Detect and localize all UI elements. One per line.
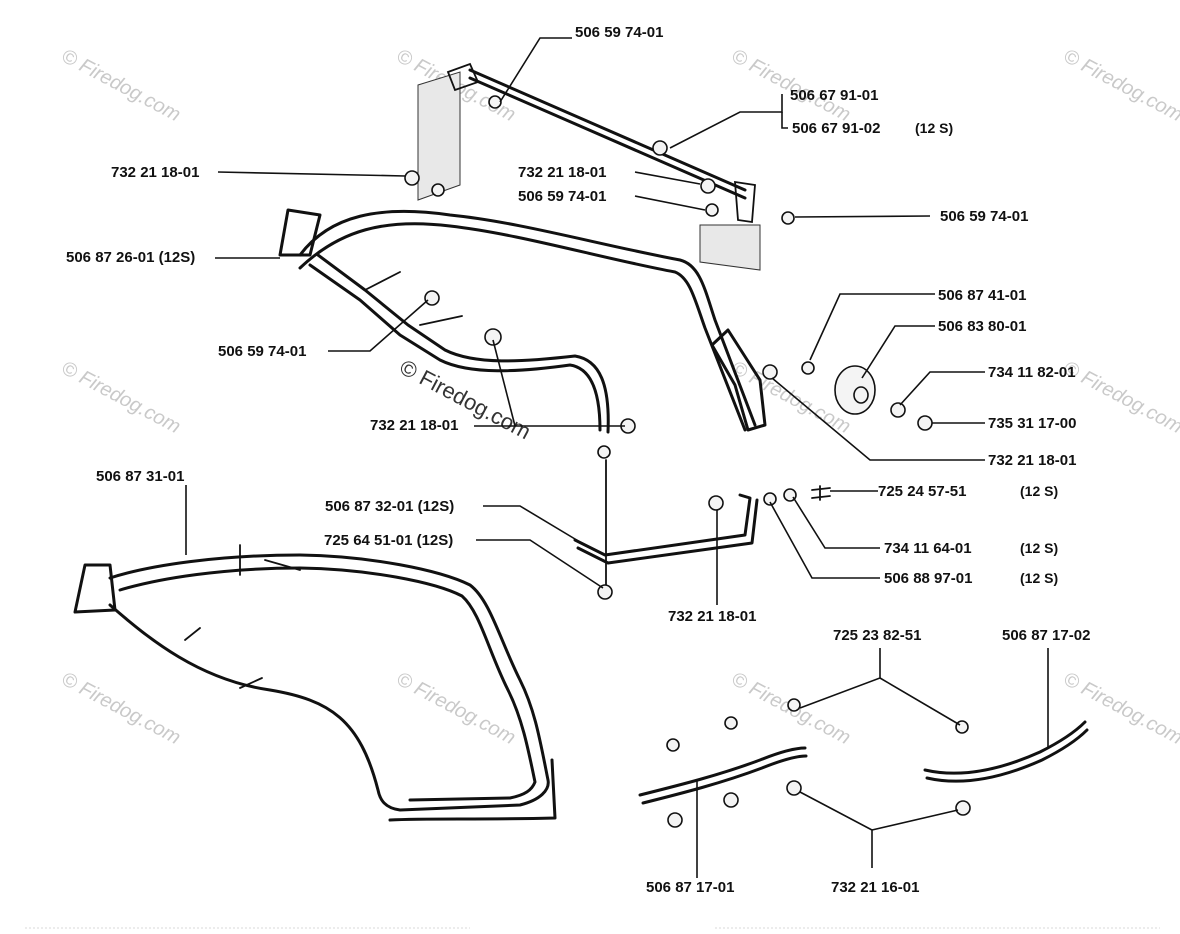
- parts-artwork: [73, 62, 1089, 828]
- part-label: 506 87 17-01: [646, 879, 734, 896]
- watermark-text: © Firedog.com: [58, 45, 184, 126]
- part-label: 506 87 31-01: [96, 468, 184, 485]
- bolt-head-icon: [666, 738, 680, 752]
- bolt-icon: [811, 485, 831, 501]
- part-label: 506 88 97-01: [884, 570, 972, 587]
- leader-lines: [185, 37, 1049, 878]
- part-label: 506 59 74-01: [940, 208, 1028, 225]
- watermark-text: © Firedog.com: [393, 668, 519, 749]
- part-label: 732 21 18-01: [668, 608, 756, 625]
- upper-frame: [298, 222, 747, 432]
- watermark-text: © Firedog.com: [1060, 357, 1180, 438]
- part-label: 506 83 80-01: [938, 318, 1026, 335]
- guide-rod: [925, 728, 1089, 783]
- bolt-head-icon: [597, 584, 613, 600]
- part-label: 506 59 74-01: [518, 188, 606, 205]
- nut-icon: [404, 170, 420, 186]
- support-arm: [573, 493, 752, 557]
- guide-rod: [641, 754, 808, 805]
- part-label: 506 67 91-02: [792, 120, 880, 137]
- part-label: 506 59 74-01: [218, 343, 306, 360]
- part-label: 735 31 17-00: [988, 415, 1076, 432]
- part-label: 506 87 41-01: [938, 287, 1026, 304]
- nut-icon: [723, 792, 739, 808]
- rod-bracket: [446, 62, 480, 92]
- part-label: 732 21 18-01: [111, 164, 199, 181]
- lower-frame: [108, 553, 550, 812]
- part-label: 732 21 18-01: [988, 452, 1076, 469]
- part-label-tag: (12 S): [1020, 483, 1058, 499]
- part-label: 732 21 16-01: [831, 879, 919, 896]
- nut-icon: [431, 183, 445, 197]
- bolt-head-icon: [787, 698, 801, 712]
- mounting-plate: [417, 71, 461, 201]
- mounting-plate: [699, 224, 761, 271]
- bolt-head-icon: [724, 716, 738, 730]
- lower-frame: [388, 758, 557, 822]
- part-label: 506 67 91-01: [790, 87, 878, 104]
- lower-frame: [118, 566, 537, 802]
- part-labels: 506 59 74-01 506 67 91-01 506 67 91-02 (…: [66, 24, 1090, 896]
- watermark-text: © Firedog.com: [1060, 45, 1180, 126]
- frame-stud: [184, 544, 301, 689]
- top-rod: [468, 68, 747, 200]
- nut-icon: [708, 495, 724, 511]
- upper-frame: [308, 263, 602, 432]
- upper-frame: [298, 209, 757, 427]
- part-label: 734 11 82-01: [988, 364, 1076, 381]
- upper-frame: [316, 253, 610, 434]
- spacer-icon: [801, 361, 815, 375]
- upper-frame: [278, 208, 322, 257]
- nut-icon: [762, 364, 778, 380]
- spacer-icon: [763, 492, 777, 506]
- part-label-tag: (12 S): [915, 120, 953, 136]
- nut-icon: [597, 445, 611, 459]
- wheel-hub-icon: [853, 386, 869, 404]
- washer-icon: [890, 402, 906, 418]
- watermark-text: © Firedog.com: [58, 357, 184, 438]
- part-label: 506 87 26-01 (12S): [66, 249, 195, 266]
- watermark-text: © Firedog.com: [58, 668, 184, 749]
- nut-icon: [917, 415, 933, 431]
- part-label: 725 23 82-51: [833, 627, 921, 644]
- part-label: 506 87 32-01 (12S): [325, 498, 454, 515]
- part-label: 725 24 57-51: [878, 483, 966, 500]
- nut-icon: [424, 290, 440, 306]
- part-label: 506 59 74-01: [575, 24, 663, 41]
- frame-stud: [364, 271, 463, 326]
- nut-icon: [652, 140, 668, 156]
- nut-icon: [955, 800, 971, 816]
- support-arm: [576, 498, 759, 565]
- bolt-icon: [488, 95, 502, 109]
- nut-icon: [700, 178, 716, 194]
- part-label: 732 21 18-01: [370, 417, 458, 434]
- rod-bracket: [734, 180, 756, 224]
- guide-rod: [923, 720, 1087, 775]
- guide-rod: [638, 746, 807, 797]
- nut-icon: [786, 780, 802, 796]
- part-label: 725 64 51-01 (12S): [324, 532, 453, 549]
- bolt-icon: [705, 203, 719, 217]
- nut-icon: [667, 812, 683, 828]
- wheel-bracket: [710, 328, 767, 432]
- bolt-icon: [781, 211, 795, 225]
- part-label: 506 87 17-02: [1002, 627, 1090, 644]
- part-label: 734 11 64-01: [884, 540, 972, 557]
- watermark-text: © Firedog.com: [728, 45, 854, 126]
- part-label-tag: (12 S): [1020, 540, 1058, 556]
- nut-icon: [484, 328, 502, 346]
- part-label: 732 21 18-01: [518, 164, 606, 181]
- part-label-tag: (12 S): [1020, 570, 1058, 586]
